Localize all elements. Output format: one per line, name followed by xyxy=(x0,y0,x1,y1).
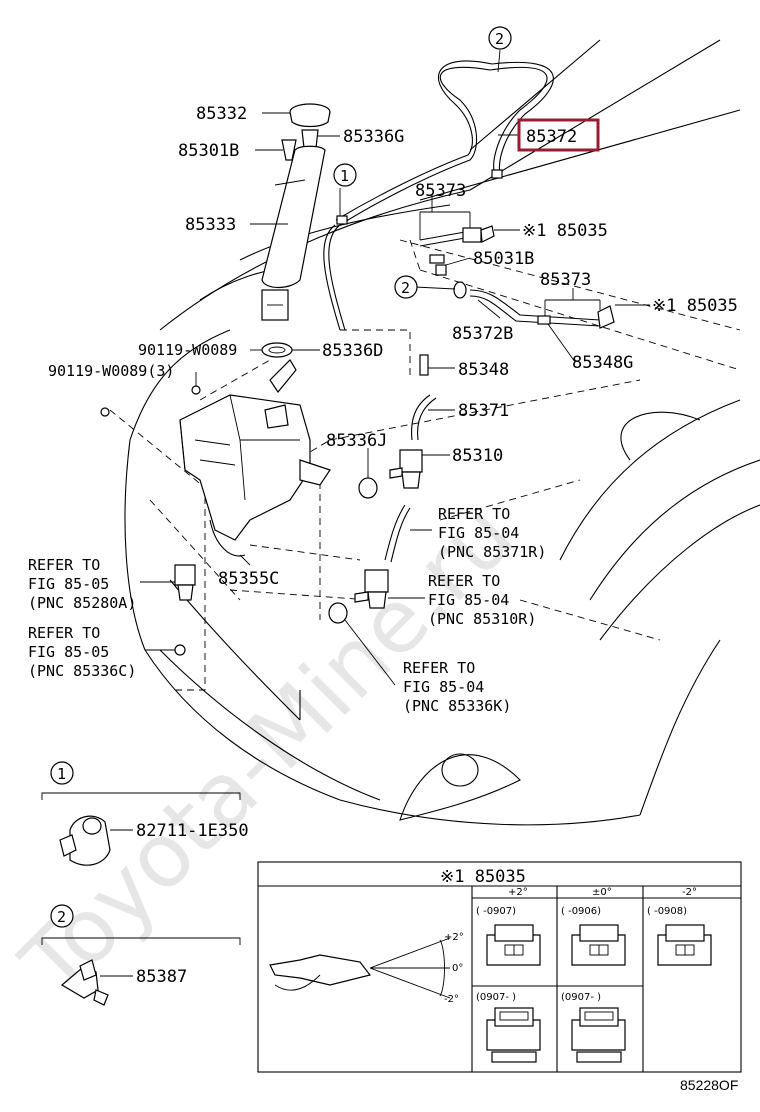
table-title: ※1 85035 xyxy=(440,867,526,887)
svg-text:REFER TO: REFER TO xyxy=(438,505,510,523)
angle-plus2: +2° xyxy=(444,932,464,943)
nozzle-drawing-r2c2 xyxy=(571,1007,626,1063)
hose-85372-part xyxy=(323,60,554,331)
label-85035-lower[interactable]: ※1 85035 xyxy=(652,296,738,316)
detail-2-clip: 2 85387 xyxy=(41,904,241,1006)
label-85333[interactable]: 85333 xyxy=(185,215,236,235)
svg-text:(PNC 85336C): (PNC 85336C) xyxy=(28,662,136,680)
nozzle-variant-table: ※1 85035 +2° ±0° -2° ( -0907) ( -0906) (… xyxy=(257,861,742,1073)
svg-text:REFER TO: REFER TO xyxy=(428,572,500,590)
car-body-outline xyxy=(124,39,760,826)
col-header-minus2: -2° xyxy=(682,887,697,898)
svg-text:2: 2 xyxy=(401,279,410,297)
washer-pump-rear-part xyxy=(354,504,411,609)
label-85332[interactable]: 85332 xyxy=(196,104,247,124)
svg-text:(PNC 85280A): (PNC 85280A) xyxy=(28,594,136,612)
svg-text:1: 1 xyxy=(340,167,349,185)
date-r1c1: ( -0907) xyxy=(476,906,516,917)
angle-minus2: -2° xyxy=(444,994,459,1005)
refer-85310r[interactable]: REFER TO FIG 85-04 (PNC 85310R) xyxy=(428,572,536,628)
leader-lines xyxy=(140,49,650,686)
grommet-85336g-part xyxy=(301,129,319,149)
label-85373-upper[interactable]: 85373 xyxy=(415,181,466,201)
bolt-part xyxy=(100,385,201,417)
nozzle-assembly-upper xyxy=(419,225,495,276)
label-90119-w0089-3[interactable]: 90119-W0089(3) xyxy=(48,362,174,380)
filler-pipe-part xyxy=(261,145,326,321)
dashed-guides xyxy=(109,239,741,691)
label-85372-highlighted[interactable]: 85372 xyxy=(517,118,600,152)
washer-pump-part xyxy=(389,449,423,489)
label-85336g[interactable]: 85336G xyxy=(343,127,404,147)
callout-2-mid: 2 xyxy=(394,275,418,299)
svg-text:FIG 85-04: FIG 85-04 xyxy=(438,524,519,542)
svg-text:FIG 85-05: FIG 85-05 xyxy=(28,643,109,661)
diagram-code: 85228OF xyxy=(680,1077,738,1093)
label-85348g[interactable]: 85348G xyxy=(572,353,633,373)
label-85031b[interactable]: 85031B xyxy=(473,249,534,269)
label-85336d[interactable]: 85336D xyxy=(322,341,383,361)
svg-text:(PNC 85336K): (PNC 85336K) xyxy=(403,697,511,715)
svg-text:2: 2 xyxy=(57,908,66,926)
label-85371[interactable]: 85371 xyxy=(458,401,509,421)
label-82711-1e350[interactable]: 82711-1E350 xyxy=(136,821,249,841)
svg-text:FIG 85-04: FIG 85-04 xyxy=(403,678,484,696)
col-header-plus2: +2° xyxy=(508,887,528,898)
svg-text:REFER TO: REFER TO xyxy=(403,659,475,677)
nozzle-drawing-r1c2 xyxy=(571,924,626,966)
svg-text:(PNC 85371R): (PNC 85371R) xyxy=(438,543,546,561)
svg-text:REFER TO: REFER TO xyxy=(28,556,100,574)
label-85387[interactable]: 85387 xyxy=(136,967,187,987)
date-r2c1: (0907- ) xyxy=(476,992,516,1003)
refer-85336c[interactable]: REFER TO FIG 85-05 (PNC 85336C) xyxy=(28,624,136,680)
date-r2c2: (0907- ) xyxy=(561,992,601,1003)
svg-text:1: 1 xyxy=(57,765,66,783)
grommet-85336d-part xyxy=(261,342,293,358)
nozzle-assembly-lower xyxy=(453,281,615,329)
nozzle-drawing-r1c3 xyxy=(657,924,712,966)
connector-85348-part xyxy=(419,354,429,376)
callout-1-top: 1 xyxy=(333,163,357,187)
svg-text:2: 2 xyxy=(495,30,504,48)
svg-text:85372: 85372 xyxy=(526,127,577,147)
detail-1-clamp: 1 82711-1E350 xyxy=(41,761,249,866)
washer-reservoir-part xyxy=(179,359,331,557)
date-r1c2: ( -0906) xyxy=(561,906,601,917)
label-85336j[interactable]: 85336J xyxy=(326,431,387,451)
nozzle-drawing-r1c1 xyxy=(486,924,541,966)
label-85355c[interactable]: 85355C xyxy=(218,569,279,589)
nozzle-drawing-r2c1 xyxy=(486,1007,541,1063)
callout-2-top: 2 xyxy=(488,26,512,50)
label-85348[interactable]: 85348 xyxy=(458,360,509,380)
refer-85280a[interactable]: REFER TO FIG 85-05 (PNC 85280A) xyxy=(28,556,136,612)
label-85372b[interactable]: 85372B xyxy=(452,324,513,344)
left-pump-part xyxy=(174,564,196,656)
label-90119-w0089[interactable]: 90119-W0089 xyxy=(138,341,237,359)
date-r1c3: ( -0908) xyxy=(647,906,687,917)
refer-85336k[interactable]: REFER TO FIG 85-04 (PNC 85336K) xyxy=(403,659,511,715)
svg-text:(PNC 85310R): (PNC 85310R) xyxy=(428,610,536,628)
svg-text:FIG 85-05: FIG 85-05 xyxy=(28,575,109,593)
label-85301b[interactable]: 85301B xyxy=(178,141,239,161)
label-85310[interactable]: 85310 xyxy=(452,446,503,466)
label-85035-upper[interactable]: ※1 85035 xyxy=(522,221,608,241)
refer-85371r[interactable]: REFER TO FIG 85-04 (PNC 85371R) xyxy=(438,505,546,561)
spray-angle-illustration: +2° 0° -2° xyxy=(269,932,464,1005)
angle-zero: 0° xyxy=(452,963,463,974)
svg-text:REFER TO: REFER TO xyxy=(28,624,100,642)
svg-text:FIG 85-04: FIG 85-04 xyxy=(428,591,509,609)
col-header-zero: ±0° xyxy=(592,887,612,898)
hose-85371-part xyxy=(411,394,437,441)
reservoir-cap-part xyxy=(289,103,331,128)
label-85373-lower[interactable]: 85373 xyxy=(540,270,591,290)
